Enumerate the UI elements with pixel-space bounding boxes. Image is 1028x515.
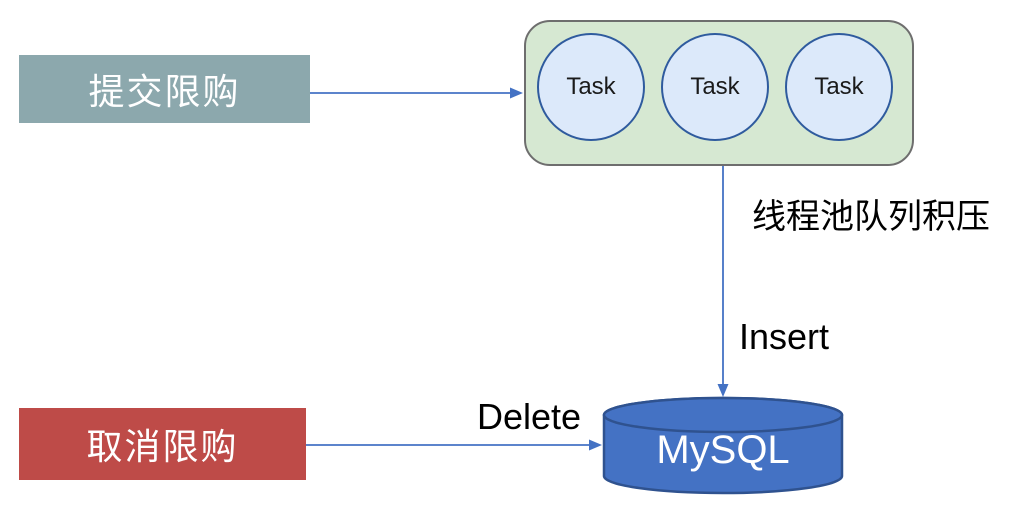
label-insert: Insert (739, 316, 830, 357)
label-delete: Delete (477, 396, 582, 437)
node-cancel-limit-label: 取消限购 (86, 426, 239, 467)
node-thread-pool: Task Task Task (524, 20, 914, 166)
task-circle: Task (661, 33, 769, 141)
node-submit-limit-label: 提交限购 (88, 71, 241, 112)
task-circle: Task (537, 33, 645, 141)
node-cancel-limit: 取消限购 (19, 408, 306, 480)
task-circle: Task (785, 33, 893, 141)
mysql-cylinder-shape (602, 396, 844, 495)
node-submit-limit: 提交限购 (19, 55, 310, 123)
node-mysql-label: MySQL (656, 428, 790, 472)
task-label: Task (690, 73, 740, 100)
node-mysql: MySQL (602, 396, 844, 498)
label-queue-backlog: 线程池队列积压 (752, 198, 990, 236)
task-label: Task (566, 73, 616, 100)
task-label: Task (814, 73, 864, 100)
